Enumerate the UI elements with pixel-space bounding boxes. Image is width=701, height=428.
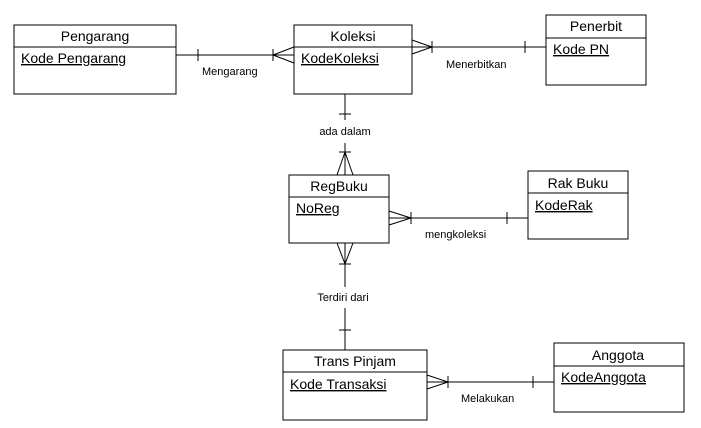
relationship-ada-dalam-line xyxy=(336,94,354,176)
entity-key-trans-pinjam: Kode Transaksi xyxy=(290,376,387,392)
entity-title-rak-buku: Rak Buku xyxy=(548,175,609,191)
entity-rak-buku[interactable]: Rak Buku KodeRak xyxy=(527,170,629,240)
relationship-label-mengkoleksi: mengkoleksi xyxy=(425,229,486,241)
entity-trans-pinjam[interactable]: Trans Pinjam Kode Transaksi xyxy=(282,349,428,421)
relationship-label-terdiri-dari: Terdiri dari xyxy=(317,292,368,304)
entity-koleksi[interactable]: Koleksi KodeKoleksi xyxy=(293,24,413,95)
entity-pengarang[interactable]: Pengarang Kode Pengarang xyxy=(13,24,177,95)
entity-key-anggota: KodeAnggota xyxy=(561,369,646,385)
relationship-menerbitkan-line xyxy=(411,39,546,55)
relationship-label-menerbitkan: Menerbitkan xyxy=(446,59,507,71)
entity-anggota[interactable]: Anggota KodeAnggota xyxy=(553,342,685,413)
entity-key-pengarang: Kode Pengarang xyxy=(21,50,126,66)
relationship-mengarang-line xyxy=(176,46,295,64)
entity-key-regbuku: NoReg xyxy=(296,200,340,216)
entity-title-regbuku: RegBuku xyxy=(310,178,368,194)
entity-regbuku[interactable]: RegBuku NoReg xyxy=(288,174,390,244)
entity-title-anggota: Anggota xyxy=(592,347,644,363)
entity-title-koleksi: Koleksi xyxy=(330,28,375,44)
entity-penerbit[interactable]: Penerbit Kode PN xyxy=(545,14,647,86)
entity-title-trans-pinjam: Trans Pinjam xyxy=(314,353,396,369)
relationship-label-mengarang: Mengarang xyxy=(202,66,258,78)
relationship-label-ada-dalam: ada dalam xyxy=(319,126,370,138)
relationship-mengkoleksi-line xyxy=(388,210,528,226)
relationship-terdiri-dari-line xyxy=(336,242,354,350)
entity-key-rak-buku: KodeRak xyxy=(535,197,594,213)
relationship-label-melakukan: Melakukan xyxy=(461,393,514,405)
entity-key-koleksi: KodeKoleksi xyxy=(301,50,379,66)
entity-title-penerbit: Penerbit xyxy=(570,18,622,34)
relationship-melakukan-line xyxy=(426,374,554,390)
entity-title-pengarang: Pengarang xyxy=(61,28,130,44)
entity-key-penerbit: Kode PN xyxy=(553,41,609,57)
